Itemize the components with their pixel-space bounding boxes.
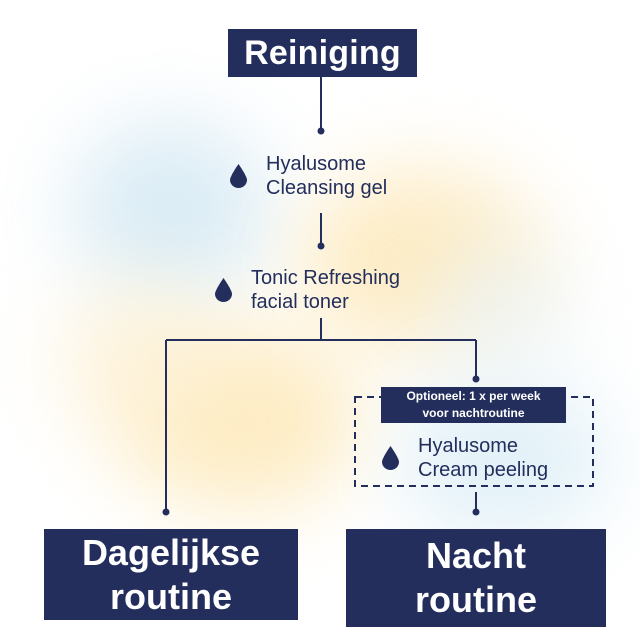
step-label-line1: Tonic Refreshing [251, 267, 400, 289]
bg-blob [70, 120, 270, 300]
droplet-icon [215, 278, 232, 302]
step-label: Tonic Refreshing facial toner [251, 266, 400, 314]
optional-badge-line2: voor nachtroutine [422, 406, 525, 420]
routine-label-line1: Nacht [425, 535, 527, 576]
routine-label-line2: routine [110, 575, 232, 617]
optional-badge: Optioneel: 1 x per week voor nachtroutin… [381, 387, 566, 423]
optional-badge-line1: Optioneel: 1 x per week [406, 389, 541, 403]
optional-dashed-frame [354, 396, 594, 487]
title-box: Reiniging [228, 29, 417, 77]
night-routine-box: Nacht routine [346, 529, 606, 627]
connector-dot [317, 242, 325, 250]
connector-dot [472, 508, 480, 516]
step-label-line2: facial toner [251, 291, 349, 313]
connector-dot [162, 508, 170, 516]
step-cleansing-gel: Hyalusome Cleansing gel [230, 152, 387, 200]
step-label-line2: Cleansing gel [266, 177, 388, 199]
connector-dot [472, 375, 480, 383]
routine-label-line2: routine [415, 579, 537, 620]
step-label-line2: Cream peeling [418, 459, 549, 481]
step-label: Hyalusome Cleansing gel [266, 152, 387, 200]
step-facial-toner: Tonic Refreshing facial toner [215, 266, 400, 314]
bg-blob [430, 240, 570, 380]
step-cream-peeling: Hyalusome Cream peeling [382, 434, 548, 482]
droplet-icon [382, 446, 399, 470]
step-label-line1: Hyalusome [266, 153, 367, 175]
title-text: Reiniging [244, 33, 401, 72]
bg-blob [60, 280, 220, 440]
step-label-line1: Hyalusome [418, 435, 519, 457]
droplet-icon [230, 164, 247, 188]
daily-routine-box: Dagelijkse routine [44, 529, 298, 620]
step-label: Hyalusome Cream peeling [418, 434, 548, 482]
routine-label-line1: Dagelijkse [81, 531, 261, 573]
connector-dot [317, 127, 325, 135]
